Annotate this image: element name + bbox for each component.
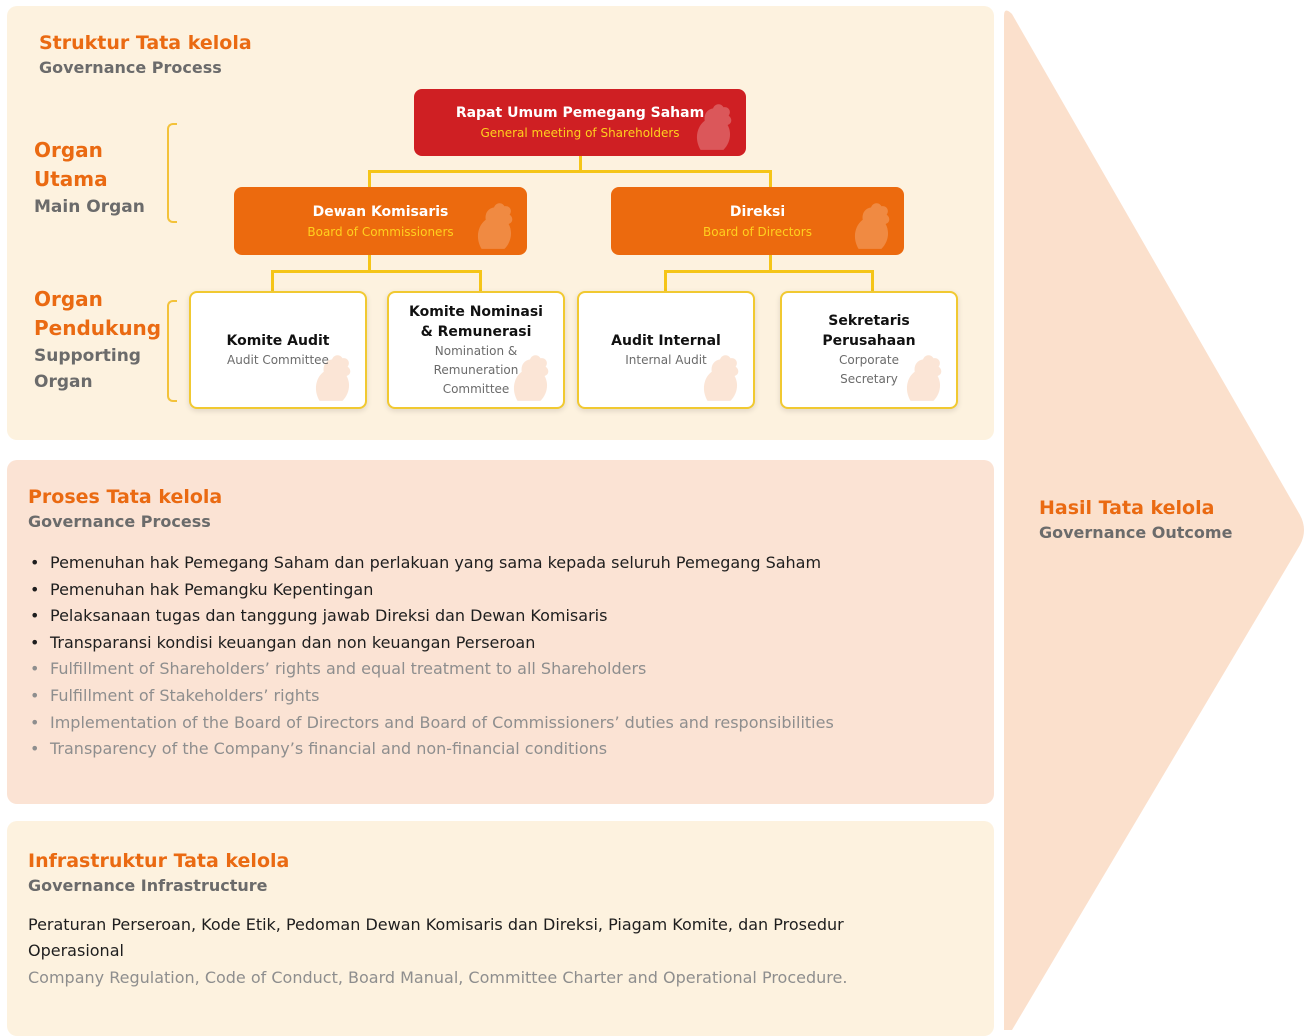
internal-audit-title: Audit Internal xyxy=(611,332,721,349)
supporting-organ-subtitle-line1: Supporting xyxy=(34,346,141,366)
nomination-remuneration-committee-box: Komite Nominasi & Remunerasi Nomination … xyxy=(387,291,565,409)
rooster-icon xyxy=(854,203,890,249)
infrastructure-subtitle: Governance Infrastructure xyxy=(28,876,268,895)
process-title: Proses Tata kelola xyxy=(28,486,223,508)
nomination-committee-title: Komite Nominasi & Remunerasi xyxy=(409,303,543,340)
connector-boc-down xyxy=(368,253,371,272)
connector-boc-up xyxy=(368,170,371,189)
structure-title: Struktur Tata kelola xyxy=(39,32,252,54)
supporting-organ-subtitle-line2: Organ xyxy=(34,372,93,392)
outcome-subtitle: Governance Outcome xyxy=(1039,523,1233,542)
nomination-committee-subtitle: Nomination & Remuneration Committee xyxy=(433,343,519,396)
connector-bod-up xyxy=(769,170,772,189)
bod-title: Direksi xyxy=(729,203,786,220)
corporate-secretary-title: Sekretaris Perusahaan xyxy=(822,313,916,349)
infrastructure-title: Infrastruktur Tata kelola xyxy=(28,850,290,872)
rooster-icon xyxy=(477,203,513,249)
rooster-icon xyxy=(906,355,942,401)
structure-subtitle: Governance Process xyxy=(39,58,222,77)
connector-audit-committee xyxy=(271,270,274,293)
infrastructure-text-en: Company Regulation, Code of Conduct, Boa… xyxy=(28,968,848,987)
rooster-icon xyxy=(703,355,739,401)
supporting-organ-label: Organ Pendukung Supporting Organ xyxy=(34,285,161,395)
connector-boc-horizontal xyxy=(271,270,482,273)
connector-gms-down xyxy=(579,155,582,172)
outcome-title: Hasil Tata kelola xyxy=(1039,497,1215,519)
process-item-en: Fulfillment of Stakeholders’ rights xyxy=(28,683,968,710)
rooster-icon xyxy=(696,104,732,150)
gms-box: Rapat Umum Pemegang Saham General meetin… xyxy=(414,89,746,156)
infrastructure-text-id: Peraturan Perseroan, Kode Etik, Pedoman … xyxy=(28,915,844,960)
process-item-en: Fulfillment of Shareholders’ rights and … xyxy=(28,656,968,683)
process-item-id: Pemenuhan hak Pemangku Kepentingan xyxy=(28,577,968,604)
process-item-en: Implementation of the Board of Directors… xyxy=(28,710,968,737)
process-item-en: Transparency of the Company’s financial … xyxy=(28,736,968,763)
corporate-secretary-box: Sekretaris Perusahaan Corporate Secretar… xyxy=(780,291,958,409)
board-of-commissioners-box: Dewan Komisaris Board of Commissioners xyxy=(234,187,527,255)
main-organ-title-line2: Utama xyxy=(34,167,108,191)
supporting-organ-title-line1: Organ xyxy=(34,287,103,311)
internal-audit-subtitle: Internal Audit xyxy=(625,352,707,367)
audit-committee-subtitle: Audit Committee xyxy=(227,352,329,367)
main-organ-subtitle: Main Organ xyxy=(34,197,145,217)
supporting-organ-bracket xyxy=(167,300,177,402)
connector-bod-down xyxy=(769,253,772,272)
boc-subtitle: Board of Commissioners xyxy=(307,224,454,239)
connector-internal-audit xyxy=(664,270,667,293)
process-item-id: Pelaksanaan tugas dan tanggung jawab Dir… xyxy=(28,603,968,630)
rooster-icon xyxy=(513,355,549,401)
gms-title: Rapat Umum Pemegang Saham xyxy=(455,105,705,121)
connector-bod-horizontal xyxy=(664,270,874,273)
process-item-id: Transparansi kondisi keuangan dan non ke… xyxy=(28,630,968,657)
board-of-directors-box: Direksi Board of Directors xyxy=(611,187,904,255)
gms-subtitle: General meeting of Shareholders xyxy=(480,126,680,140)
audit-committee-box: Komite Audit Audit Committee xyxy=(189,291,367,409)
governance-infrastructure-panel xyxy=(7,821,994,1036)
rooster-icon xyxy=(315,355,351,401)
process-item-id: Pemenuhan hak Pemegang Saham dan perlaku… xyxy=(28,550,968,577)
main-organ-bracket xyxy=(167,123,177,223)
audit-committee-title: Komite Audit xyxy=(226,332,330,349)
connector-top-horizontal xyxy=(368,170,772,173)
connector-nomination-committee xyxy=(479,270,482,293)
internal-audit-box: Audit Internal Internal Audit xyxy=(577,291,755,409)
process-list: Pemenuhan hak Pemegang Saham dan perlaku… xyxy=(28,550,968,763)
main-organ-label: Organ Utama Main Organ xyxy=(34,136,145,220)
supporting-organ-title-line2: Pendukung xyxy=(34,316,162,340)
connector-corporate-secretary xyxy=(871,270,874,293)
process-subtitle: Governance Process xyxy=(28,512,211,531)
boc-title: Dewan Komisaris xyxy=(312,203,449,220)
bod-subtitle: Board of Directors xyxy=(703,224,812,239)
corporate-secretary-subtitle: Corporate Secretary xyxy=(839,353,899,386)
main-organ-title-line1: Organ xyxy=(34,138,103,162)
